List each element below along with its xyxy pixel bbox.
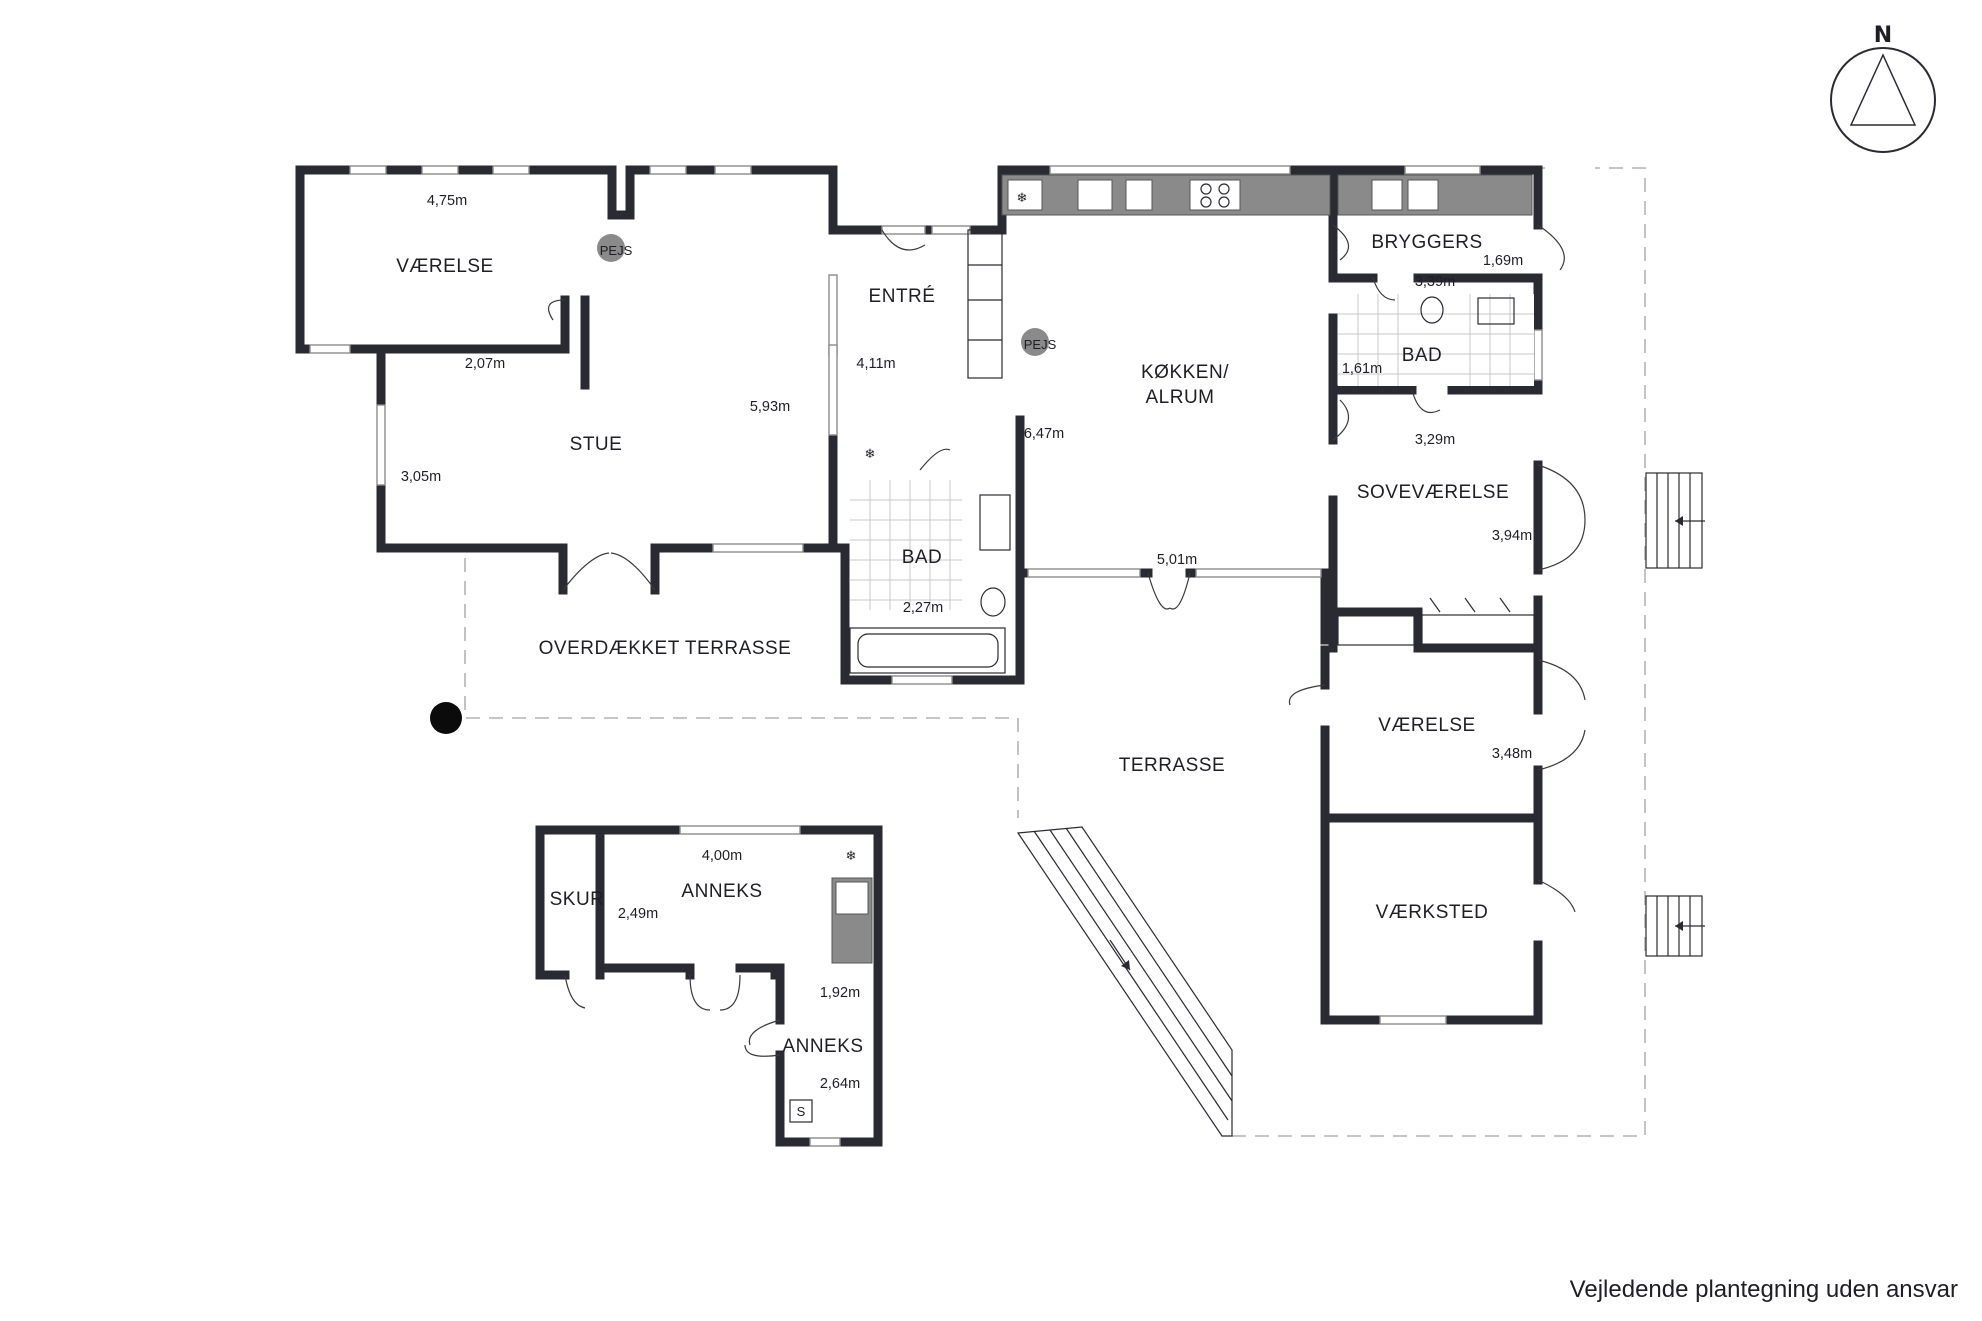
dim-vaerelse-east-3-48: 3,48m [1492,746,1532,762]
dim-koekken-5-01: 5,01m [1157,552,1197,568]
room-label-entre: ENTRÉ [869,286,936,307]
room-label-bryggers: BRYGGERS [1371,232,1482,253]
disclaimer: Vejledende plantegning uden ansvar [1570,1276,1958,1303]
room-labels: VÆRELSE STUE ENTRÉ KØKKEN/ ALRUM BRYGGER… [396,232,1509,1057]
room-label-terrasse: TERRASSE [1119,755,1225,776]
room-label-koekken-2: ALRUM [1145,387,1214,408]
room-label-anneks-1: ANNEKS [681,881,762,902]
terrace-post [430,702,462,734]
steps-east-upper [1645,472,1705,569]
dim-entre-4-11: 4,11m [856,356,895,372]
svg-text:PEJS: PEJS [600,243,633,258]
dim-bryggers-3-39: 3,39m [1415,274,1455,290]
bad-mid-tiles: ❄ [849,446,1011,674]
dim-sove-3-29: 3,29m [1415,432,1455,448]
anneks-fixtures: S ❄ [564,825,873,1147]
dim-bryggers-1-69: 1,69m [1483,253,1523,269]
north-arrow: N [1830,23,1936,153]
dim-stue-2-07: 2,07m [465,356,505,372]
entre-wardrobe [967,229,1003,379]
room-label-bad-mid: BAD [902,547,943,568]
room-label-koekken-1: KØKKEN/ [1141,362,1229,383]
room-label-vaerksted: VÆRKSTED [1376,902,1489,923]
bad-east-fixtures [1338,294,1534,386]
dim-stue-3-05: 3,05m [401,469,441,485]
closets [1337,597,1535,646]
svg-text:PEJS: PEJS [1024,337,1057,352]
doors [547,224,1586,913]
dim-sove-3-94: 3,94m [1492,528,1532,544]
ramp-steps [1016,826,1233,1137]
room-label-vaerelse-nw: VÆRELSE [396,256,493,277]
dim-bad-east-1-61: 1,61m [1342,361,1382,377]
room-label-vaerelse-east: VÆRELSE [1378,715,1475,736]
dim-koekken-6-47: 6,47m [1024,426,1064,442]
dim-anneks-4-00: 4,00m [702,848,742,864]
room-label-overdaekket-terrasse: OVERDÆKKET TERRASSE [539,638,792,659]
anneks-walls [535,825,883,1147]
windows [309,165,1543,1025]
dim-bad-mid-2-27: 2,27m [903,600,943,616]
freezer-icon-2: ❄ [865,446,876,461]
room-label-bad-east: BAD [1402,345,1443,366]
freezer-icon-1: ❄ [1017,190,1028,205]
room-label-anneks-2: ANNEKS [782,1036,863,1057]
dimension-labels: 4,75m 2,07m 5,93m 3,05m 4,11m 6,47m 5,01… [401,193,1532,1092]
kitchen-counter: ❄ [1001,174,1533,216]
steps-east-lower [1645,895,1705,957]
svg-text:S: S [797,1104,806,1119]
fireplace-1: PEJS [597,234,633,262]
room-label-sovevaerelse: SOVEVÆRELSE [1357,482,1509,503]
dim-anneks-1-92: 1,92m [820,985,860,1001]
dim-anneks-2-49: 2,49m [618,906,658,922]
fireplace-2: PEJS [1021,328,1057,356]
dim-stue-5-93: 5,93m [750,399,790,415]
dim-vaerelse-nw: 4,75m [427,193,467,209]
room-label-stue: STUE [570,434,623,455]
dim-anneks-2-64: 2,64m [820,1076,860,1092]
freezer-icon-3: ❄ [846,848,857,863]
north-label: N [1874,23,1892,48]
room-label-skur: SKUR [550,889,605,910]
